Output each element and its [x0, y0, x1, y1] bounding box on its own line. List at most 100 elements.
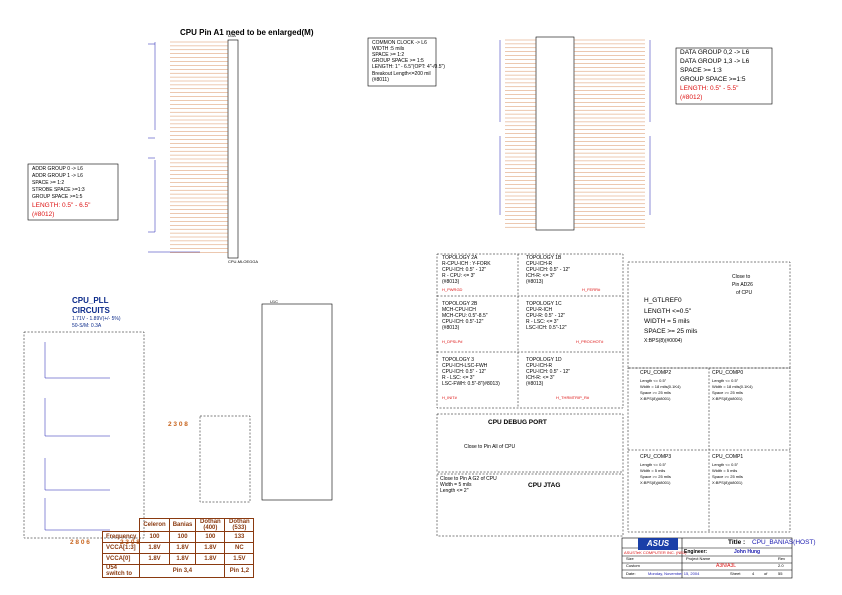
u1c-body — [261, 303, 333, 501]
date-value: Monday, November 15, 2004 — [648, 571, 700, 576]
data-group-box — [675, 47, 773, 105]
comp-line: Width = 18 mils(0.1K4) — [712, 384, 753, 389]
topology-line: CPU-ICH: 0.5" - 12" — [526, 267, 571, 273]
rev-value: 2.0 — [778, 563, 784, 568]
length-spec: LENGTH: 0.5" - 6.5" — [32, 202, 91, 209]
project-label: Project Name — [686, 556, 711, 561]
note-line: SPACE >= 1:2 — [372, 52, 405, 58]
topology-name: TOPOLOGY 1C — [526, 301, 562, 307]
table-row: VCCA[1:3] 1.8V 1.8V 1.8V NC — [101, 542, 255, 554]
table-cell: 1.8V — [195, 553, 226, 565]
pin-lines-left — [170, 41, 228, 253]
sheet-total: 55 — [778, 571, 783, 576]
topology-net: H_THRMTRIP_R# — [556, 395, 590, 400]
table-cell: Banias — [168, 518, 197, 532]
note-line: STROBE SPACE >=1:3 — [32, 187, 85, 193]
topology-net: H_DPSLP# — [442, 339, 463, 344]
gtlref-line: LENGTH <=0.5" — [644, 308, 692, 315]
right-bus-lines — [499, 40, 651, 215]
jtag-note: Width = 5 mils — [440, 482, 472, 488]
comp-line: Width = 5 mils — [640, 468, 666, 473]
topology-name: TOPOLOGY 2A — [442, 255, 478, 261]
sheet-label: Sheet — [730, 571, 741, 576]
note-line: DATA GROUP 1,3 -> L6 — [680, 58, 750, 65]
close-line: Close to — [732, 274, 751, 280]
topology-line: CPU-ICH-R — [526, 261, 553, 267]
topology-net: H_INIT# — [442, 395, 457, 400]
note-line: GROUP SPACE >= 1:5 — [372, 58, 424, 64]
title-block-frame — [621, 537, 793, 579]
topology-line: CPU-R-ICH — [526, 307, 553, 313]
comp-line: X:BPS(8)(#8001) — [712, 480, 743, 485]
comp-name: CPU_COMP1 — [712, 454, 744, 460]
table-cell: Pin 3,4 — [139, 564, 226, 578]
of-label: of — [764, 571, 768, 576]
note-line: WIDTH :5 mils — [372, 46, 405, 52]
gtlref-line: H_GTLREF0 — [644, 297, 682, 304]
u1b-body — [535, 36, 575, 231]
comp-line: Length <= 0.5" — [712, 378, 739, 383]
note-line: SPACE >= 1:3 — [680, 67, 722, 74]
engineer-name: John Hung — [734, 549, 761, 555]
addr-group-box — [27, 163, 119, 221]
ref-code: (#8012) — [680, 94, 703, 101]
table-cell: 1.8V — [168, 542, 197, 554]
pll-dashed-box — [23, 331, 145, 539]
topology-line: LSC-ICH: 0.5"-12" — [526, 325, 567, 331]
topology-name: TOPOLOGY 3 — [442, 357, 475, 363]
ref-code: (#8012) — [32, 211, 55, 218]
topology-name: TOPOLOGY 2B — [442, 301, 478, 307]
table-cell: Frequency — [101, 531, 141, 543]
table-cell — [102, 518, 141, 532]
note-line: (#8011) — [372, 77, 389, 83]
gtlref-region — [627, 261, 791, 369]
topology-line: (#8013) — [526, 279, 544, 285]
table-cell: Celeron — [139, 518, 170, 532]
comp-name: CPU_COMP3 — [640, 454, 672, 460]
u54-label: switch to — [106, 571, 133, 577]
topology-line: R-CPU-ICH : Y-FORK — [442, 261, 491, 267]
topology-net: H_PROCHOT# — [576, 339, 604, 344]
topology-region — [436, 253, 624, 409]
jtag-note: Close to Pin A G2 of CPU — [440, 476, 497, 482]
topology-line: ICH-R: <= 3" — [526, 375, 555, 381]
table-cell: NC — [224, 542, 255, 554]
length-spec: LENGTH: 0.5" - 5.5" — [680, 85, 739, 92]
debug-port-region — [436, 413, 624, 473]
common-clock-box — [367, 37, 437, 87]
title-label: Title : — [728, 539, 746, 546]
comp-line: X:BPS(8)(#8001) — [640, 396, 671, 401]
close-line: Pin AD26 — [732, 282, 753, 288]
comp-line: X:BPS(8)(#8001) — [640, 480, 671, 485]
comp-line: Space >= 25 mils — [712, 474, 743, 479]
date-label: Date: — [626, 571, 636, 576]
topology-line: CPU-R: 0.5" - 12" — [526, 313, 566, 319]
pll-title: CPU_PLL CIRCUITS — [72, 296, 110, 315]
comp-line: Space >= 25 mils — [640, 474, 671, 479]
topology-line: (#8013) — [442, 325, 460, 331]
comp-line: Space >= 25 mils — [712, 390, 743, 395]
topology-line: (#8013) — [442, 279, 460, 285]
company-name: ASUSTeK COMPUTER INC. (NB1) — [624, 550, 687, 555]
frequency-table: Celeron Banias Dothan (400) Dothan (533)… — [101, 518, 255, 578]
topology-line: LSC-FWH: 0.5"-8"(#8013) — [442, 381, 500, 387]
table-row: VCCA[0] 1.8V 1.8V 1.8V 1.5V — [101, 553, 255, 565]
gtlref-line: WIDTH = 5 mils — [644, 318, 690, 325]
project-name: A3N/A3L — [716, 563, 737, 569]
table-cell: 1.8V — [139, 553, 170, 565]
topology-line: MCH-CPU: 0.5"-8.5" — [442, 313, 488, 319]
size-label: Size — [626, 556, 634, 561]
u1a-body — [227, 39, 239, 259]
note-line: ADDR GROUP 1 -> L6 — [32, 173, 83, 179]
cpu-part-number: CPU-MLOEGGA — [228, 259, 259, 264]
topology-name: TOPOLOGY 1D — [526, 357, 562, 363]
jtag-title: CPU JTAG — [528, 482, 561, 489]
gtlref-line: SPACE >= 25 mils — [644, 328, 698, 335]
table-cell: VCCA[0] — [101, 553, 141, 565]
note-line: Breakout Length<=200 mil — [372, 71, 431, 77]
topology-line: R - LSC: <= 3" — [442, 375, 475, 381]
topology-line: CPU-ICH: 0.5" - 12" — [442, 369, 487, 375]
table-cell: 100 — [195, 531, 226, 543]
jtag-region — [436, 473, 624, 537]
